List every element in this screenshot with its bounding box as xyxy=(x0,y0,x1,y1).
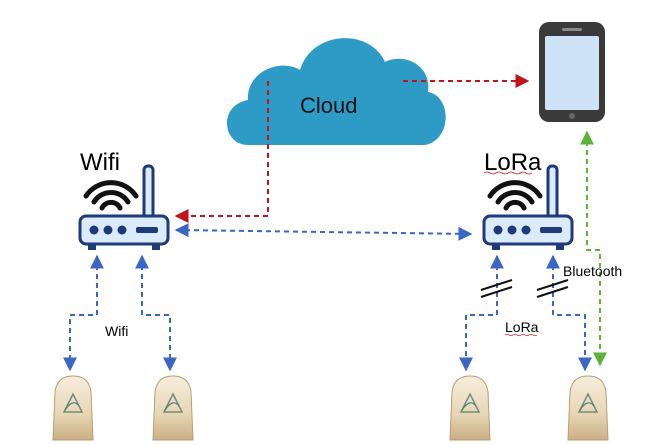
lora-router-title: LoRa xyxy=(484,149,542,176)
bluetooth-link xyxy=(580,130,607,367)
lora-to-sensor-3-link xyxy=(459,254,504,372)
cloud-label: Cloud xyxy=(300,93,357,118)
wifi-router-title: Wifi xyxy=(80,149,120,176)
sensor-device-icon xyxy=(52,375,94,441)
cloud-to-wifi-link xyxy=(174,81,269,223)
lora-link-label: LoRa xyxy=(505,319,539,335)
wifi-to-sensor-1-link xyxy=(63,254,104,372)
wifi-router-icon xyxy=(78,164,170,250)
sensor-device-icon xyxy=(449,375,491,441)
wifi-to-sensor-2-link xyxy=(135,254,177,372)
smartphone-icon xyxy=(539,22,605,122)
sensor-device-icon xyxy=(567,375,609,441)
wifi-link-label: Wifi xyxy=(105,323,128,339)
sensor-device-icon xyxy=(152,375,194,441)
wifi-lora-link xyxy=(174,223,473,241)
lora-router-icon xyxy=(482,164,574,250)
bluetooth-link-label: Bluetooth xyxy=(563,263,622,279)
cloud-icon: Cloud xyxy=(226,38,446,146)
wireless-break-symbol xyxy=(480,279,569,298)
